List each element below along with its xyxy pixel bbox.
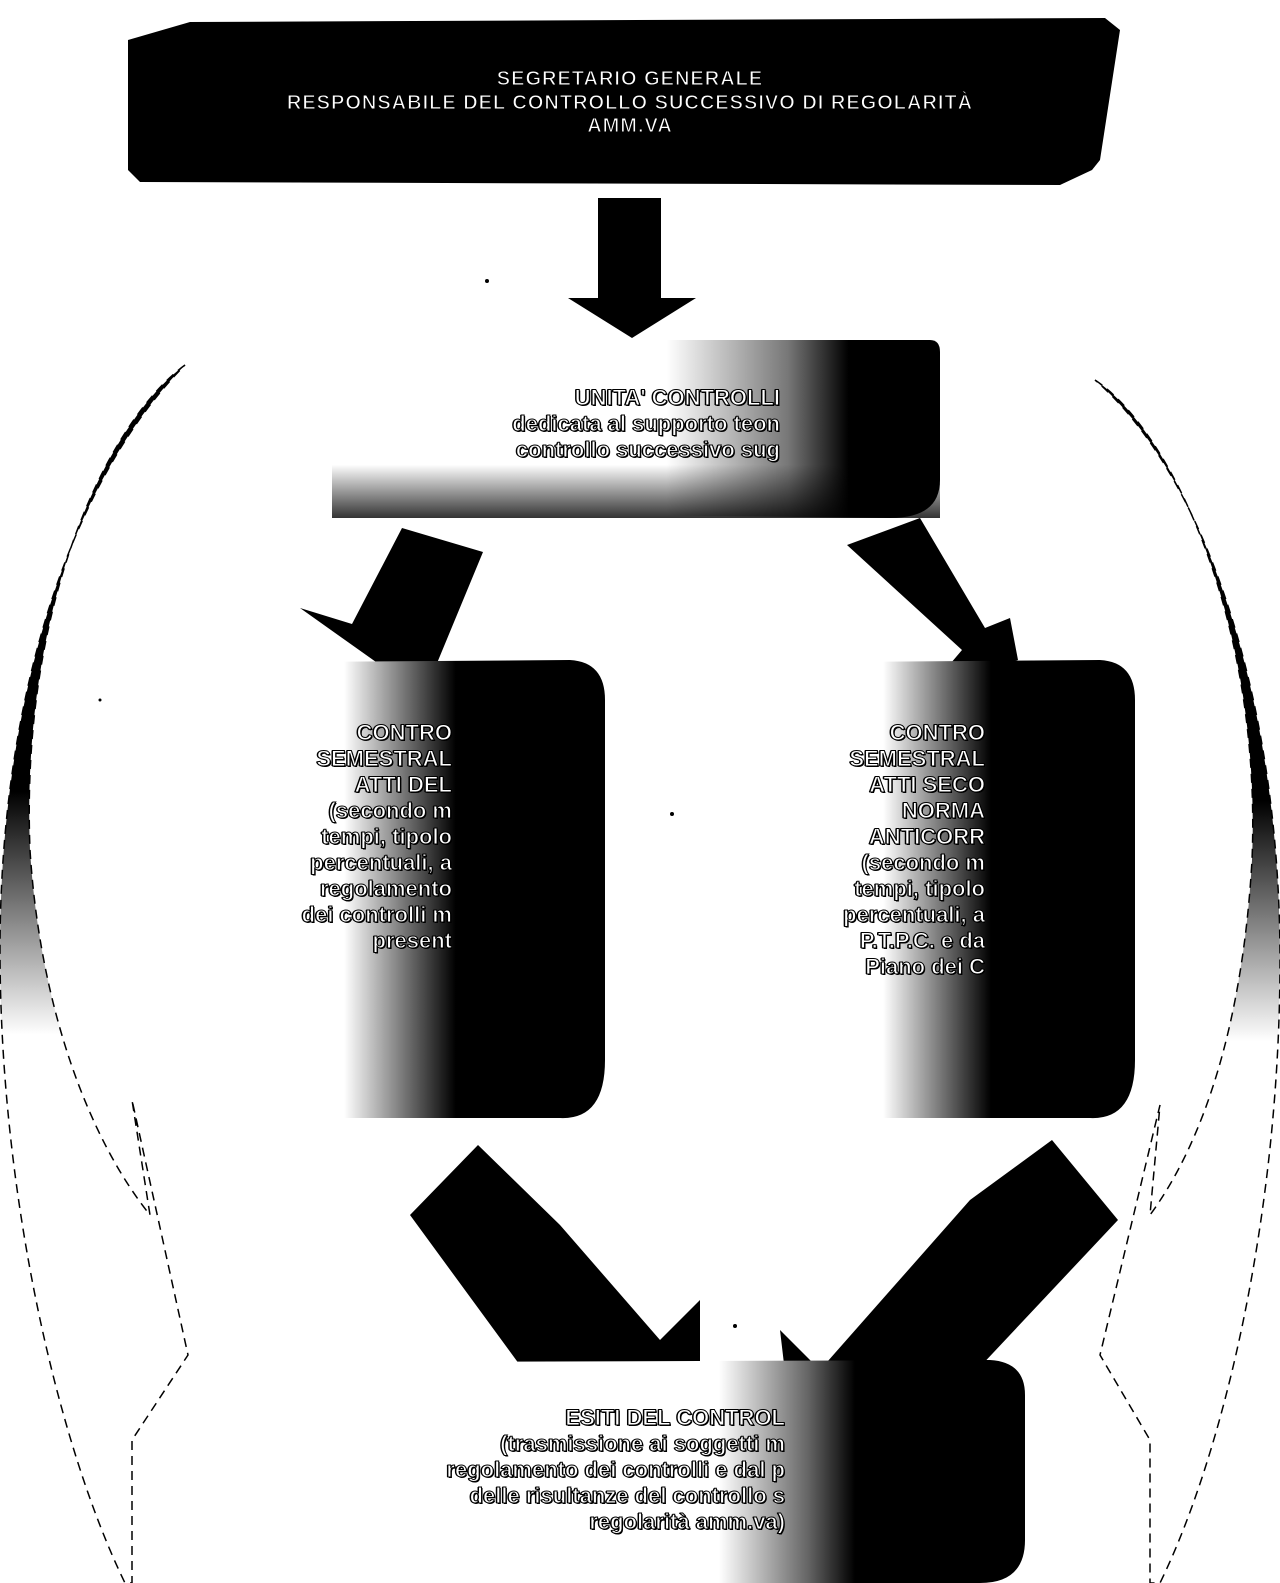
unit-box-title: UNITA' CONTROLLI — [574, 385, 780, 410]
left-box-line: regolamento — [319, 875, 452, 901]
right-box-shape — [775, 660, 1135, 1119]
left-box-shape — [232, 660, 605, 1119]
arrow-down-top — [568, 198, 696, 338]
bottom-box-label: ESITI DEL CONTROL (trasmissione ai sogge… — [380, 1405, 785, 1535]
unit-box-line2: dedicata al supporto teon — [512, 410, 780, 436]
right-box-line: P.T.P.C. e da — [859, 927, 985, 953]
bottom-box-line5: regolarità amm.va) — [589, 1508, 785, 1534]
left-box-line: CONTRO — [356, 720, 452, 745]
unit-box-shade — [332, 340, 940, 518]
right-box-line: percentuali, a — [843, 901, 985, 927]
bottom-box-line3: regolamento dei controlli e dal p — [446, 1456, 785, 1482]
left-box-line: dei controlli m — [301, 901, 452, 927]
top-box-label: SEGRETARIO GENERALE RESPONSABILE DEL CON… — [150, 68, 1110, 139]
bottom-box-shape — [345, 1360, 1025, 1583]
right-box-line: ATTI SECO — [869, 771, 985, 797]
right-feedback-arrow — [1094, 379, 1280, 1583]
top-box-shape — [128, 18, 1120, 185]
bottom-box-line2: (trasmissione ai soggetti m — [500, 1430, 785, 1456]
left-box-line: SEMESTRAL — [316, 745, 452, 771]
left-box-line: percentuali, a — [310, 849, 452, 875]
top-box-title: SEGRETARIO GENERALE — [496, 68, 764, 90]
right-box-line: tempi, tipolo — [854, 875, 985, 901]
right-box-line: (secondo m — [861, 849, 985, 875]
bottom-box-line4: delle risultanze del controllo s — [469, 1482, 785, 1508]
left-box-line: ATTI DEL — [354, 771, 452, 797]
left-box-label: CONTRO SEMESTRAL ATTI DEL (secondo m tem… — [240, 720, 452, 954]
right-box-label: CONTRO SEMESTRAL ATTI SECO NORMA ANTICOR… — [780, 720, 985, 980]
right-box-line: SEMESTRAL — [849, 745, 985, 771]
right-box-line: CONTRO — [889, 720, 985, 745]
left-box-line: (secondo m — [328, 797, 452, 823]
bottom-box-title: ESITI DEL CONTROL — [565, 1405, 785, 1430]
right-box-line: Piano dei C — [865, 953, 985, 979]
right-box-line: NORMA — [901, 797, 985, 823]
left-box-line: present — [372, 927, 452, 953]
left-feedback-arrow — [0, 364, 189, 1583]
unit-box-label: UNITA' CONTROLLI dedicata al supporto te… — [410, 385, 780, 463]
left-box-line: tempi, tipolo — [321, 823, 452, 849]
arrow-down-right — [847, 518, 1018, 690]
arrow-down-left — [300, 528, 483, 690]
right-box-line: ANTICORR — [868, 823, 985, 849]
top-box-line3: AMM.VA — [587, 115, 673, 138]
unit-box-line3: controllo successivo sug — [515, 436, 780, 462]
top-box-line2: RESPONSABILE DEL CONTROLLO SUCCESSIVO DI… — [286, 91, 974, 114]
